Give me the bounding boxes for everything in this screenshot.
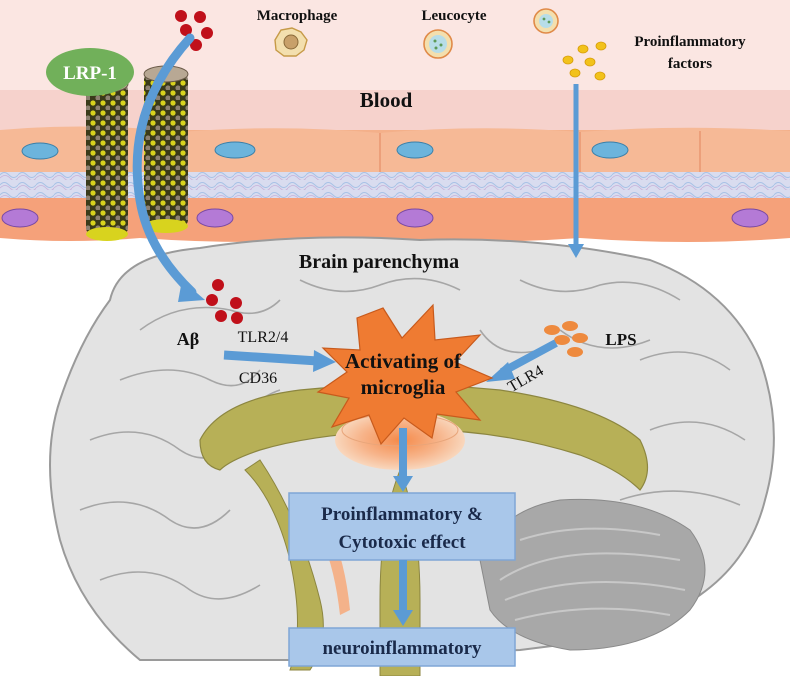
astrocyte-layer bbox=[0, 198, 790, 242]
cd36-label: CD36 bbox=[239, 370, 277, 387]
basement-membrane bbox=[0, 172, 790, 198]
neuroinflammatory-box bbox=[288, 627, 516, 667]
transport-arrow-head bbox=[178, 280, 205, 302]
abeta-particles-brain bbox=[206, 279, 243, 324]
tlr24-arrow-head bbox=[313, 350, 336, 372]
effect-label-2: Cytotoxic effect bbox=[338, 532, 466, 553]
transport-arrow bbox=[132, 33, 197, 297]
lrp1-label: LRP-1 bbox=[63, 63, 117, 84]
leucocyte-label: Leucocyte bbox=[422, 8, 487, 24]
neuroinflammatory-label: neuroinflammatory bbox=[322, 638, 482, 659]
nanotube-left bbox=[85, 75, 129, 241]
lps-particles bbox=[544, 321, 588, 357]
tlr24-arrow bbox=[223, 350, 319, 366]
tlr4-arrow-head bbox=[486, 362, 515, 382]
tlr24-label: TLR2/4 bbox=[238, 329, 289, 346]
activating-label-2: microglia bbox=[361, 375, 446, 399]
abeta-particles-blood bbox=[175, 10, 213, 51]
activating-label-1: Activating of bbox=[345, 349, 462, 373]
cerebellum bbox=[479, 498, 706, 651]
brain-parenchyma-label: Brain parenchyma bbox=[299, 251, 459, 273]
abeta-label: Aβ bbox=[177, 329, 199, 349]
proinflammatory-factors-label-1: Proinflammatory bbox=[634, 34, 746, 50]
macrophage-icon bbox=[274, 27, 308, 57]
proinflammatory-factors-label-2: factors bbox=[668, 56, 712, 72]
macrophage-label: Macrophage bbox=[257, 8, 338, 24]
arrow-to-effect-head bbox=[393, 476, 413, 492]
blood-layer-lower bbox=[0, 90, 790, 135]
arrow-to-neuro-head bbox=[393, 610, 413, 626]
lrp1-receptor bbox=[46, 48, 134, 96]
effect-label-1: Proinflammatory & bbox=[321, 504, 483, 525]
factor-arrow-head bbox=[568, 244, 584, 258]
microglia-activation-star bbox=[316, 303, 494, 446]
proinflammatory-factor-particles bbox=[562, 41, 607, 81]
leucocyte-icon bbox=[423, 8, 559, 59]
blood-label: Blood bbox=[360, 88, 413, 112]
lps-label: LPS bbox=[605, 330, 636, 349]
tlr4-arrow bbox=[500, 339, 558, 376]
